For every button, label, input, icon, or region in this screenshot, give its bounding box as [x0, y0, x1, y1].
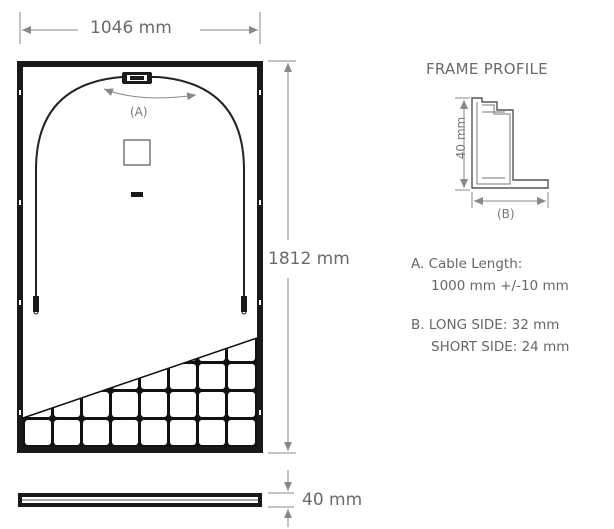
panel-side-view: [18, 493, 262, 507]
width-dimension: [19, 12, 261, 44]
height-label: 1812 mm: [268, 249, 350, 269]
connector-left: [33, 296, 39, 315]
connector-right: [241, 296, 247, 315]
width-label: 1046 mm: [90, 18, 172, 38]
frame-profile-height-label: 40 mm: [454, 116, 469, 160]
frame-profile-drawing: [455, 97, 549, 208]
note-b-line2: SHORT SIDE: 24 mm: [431, 339, 570, 355]
solar-panel-back-view: [17, 61, 263, 453]
product-label: [123, 139, 151, 166]
serial-badge: [131, 192, 143, 197]
thickness-dimension: [268, 470, 294, 527]
junction-box: [122, 72, 152, 84]
cell-cutaway: [22, 67, 258, 447]
note-a-line2: 1000 mm +/-10 mm: [431, 278, 569, 294]
mounting-holes: [19, 90, 261, 415]
height-dimension: [268, 60, 296, 454]
frame-profile-title: FRAME PROFILE: [426, 60, 548, 78]
thickness-label: 40 mm: [302, 490, 363, 510]
cable-length-arrow: [103, 88, 197, 101]
frame-profile-width-marker: (B): [497, 207, 515, 221]
cable-marker-label: (A): [130, 105, 148, 119]
note-a-line1: A. Cable Length:: [411, 256, 523, 272]
note-b-line1: B. LONG SIDE: 32 mm: [411, 317, 560, 333]
